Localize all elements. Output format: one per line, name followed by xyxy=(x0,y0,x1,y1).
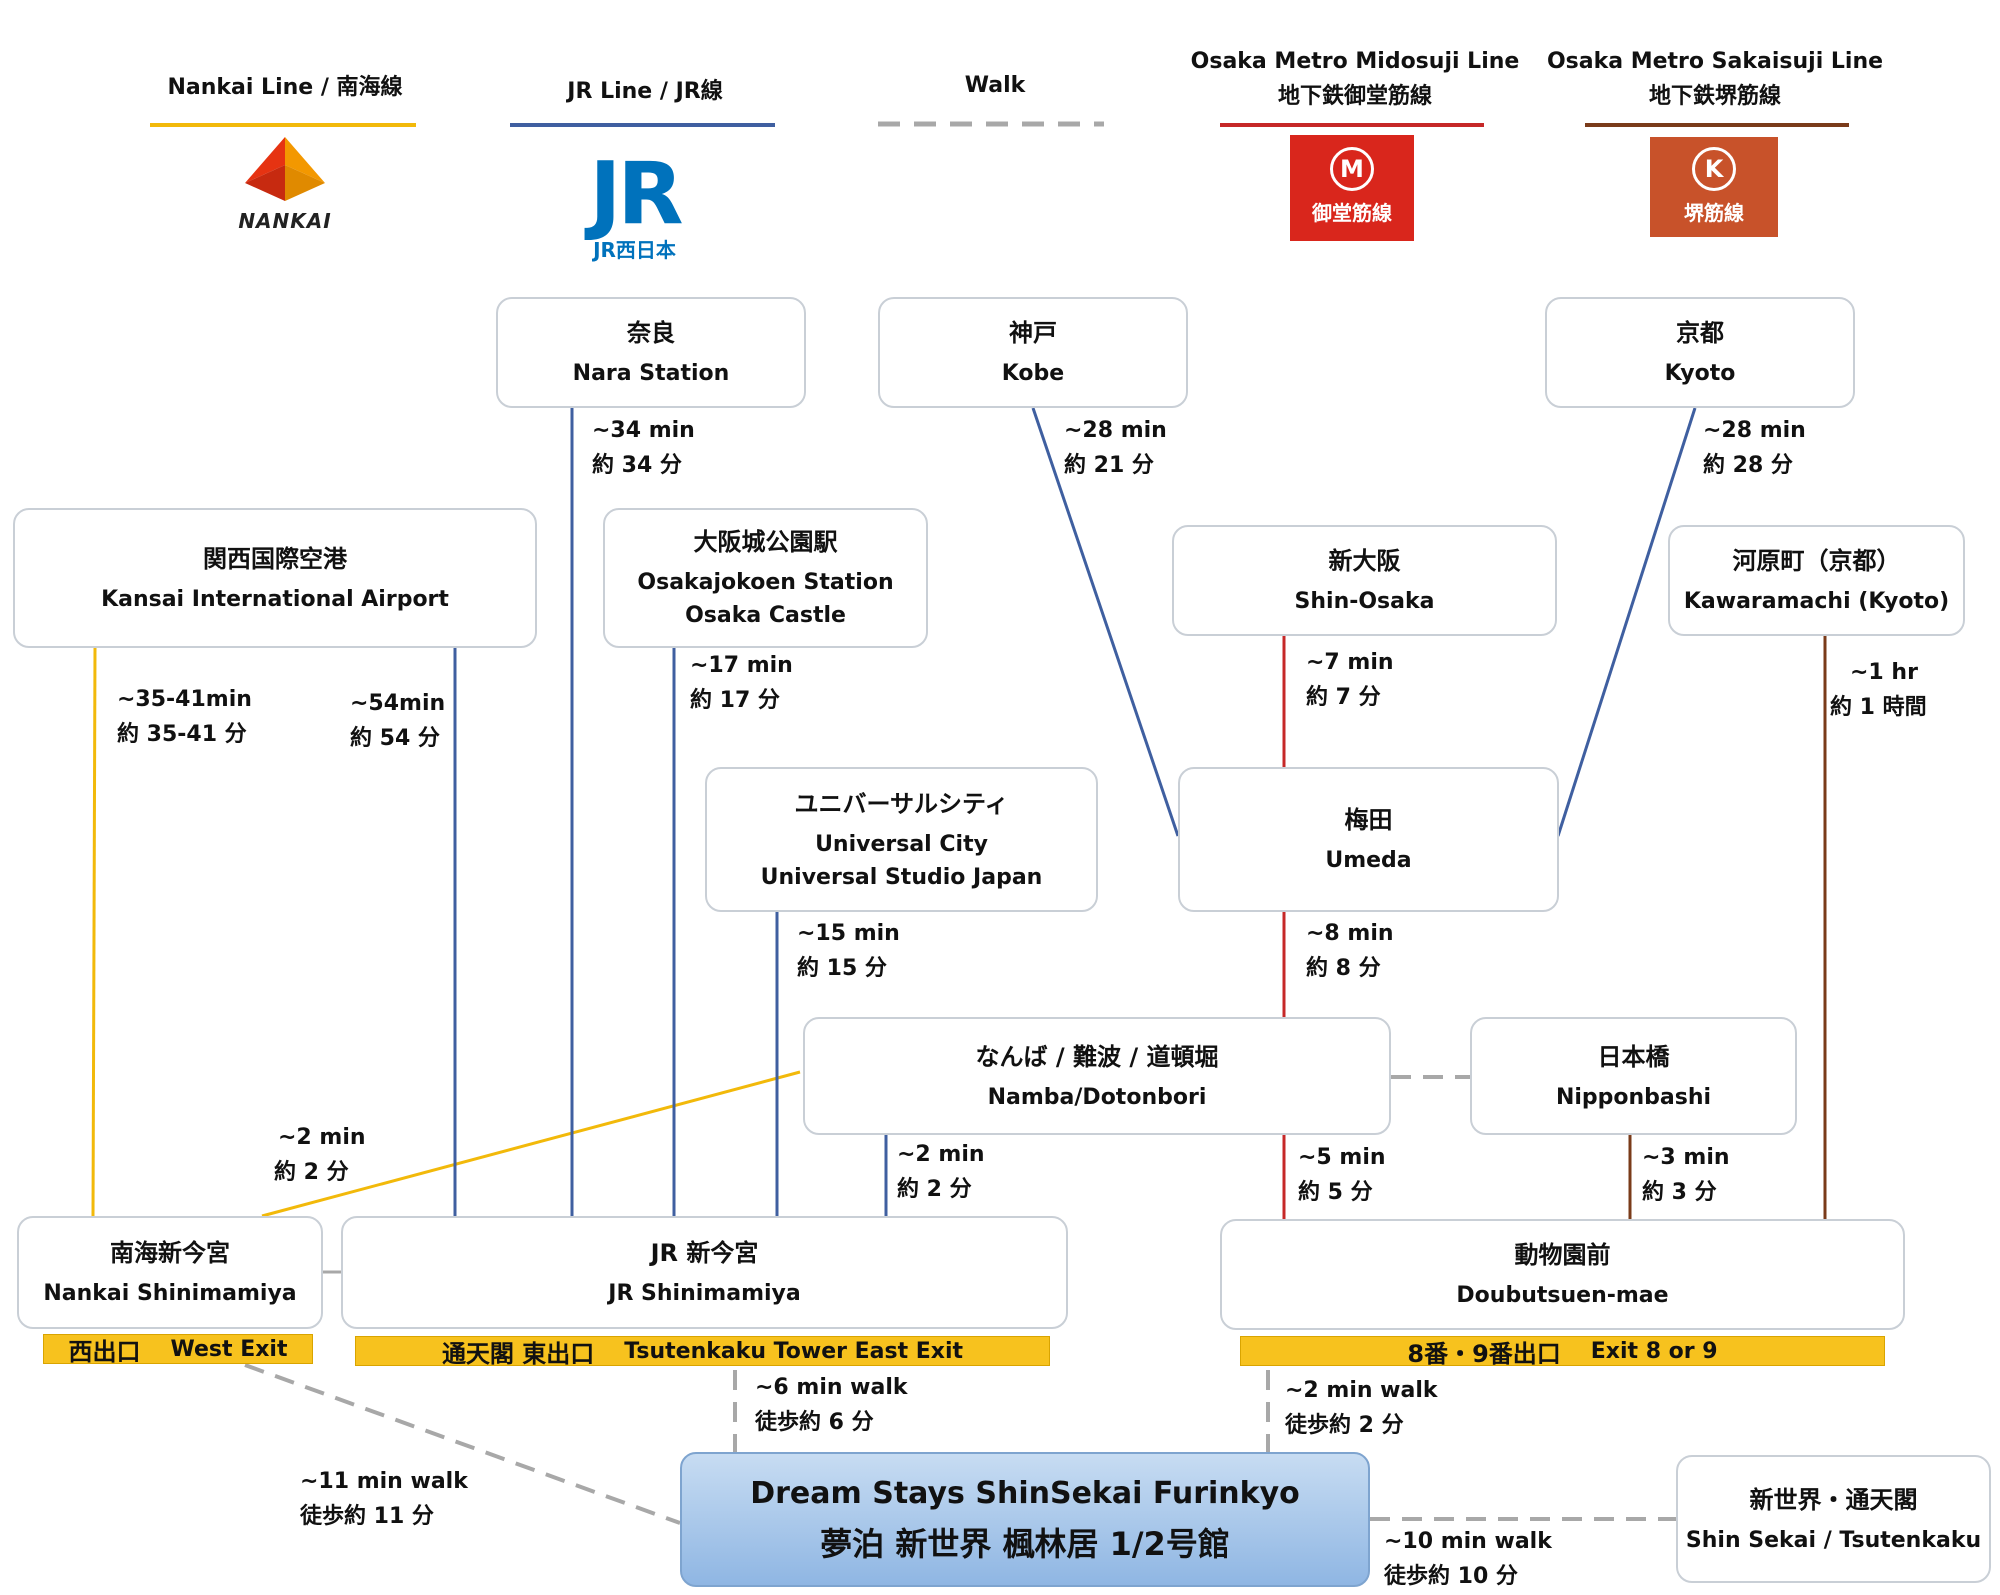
nankai-logo: NANKAI xyxy=(230,135,340,235)
line-jr-kobe xyxy=(1031,407,1180,837)
walk-nankai-hotel xyxy=(244,1363,681,1525)
jr-logo: JR JR西日本 xyxy=(562,144,707,262)
station-doubutsuen-mae: 動物園前 Doubutsuen-mae xyxy=(1220,1219,1905,1330)
station-umeda: 梅田 Umeda xyxy=(1178,767,1559,912)
line-nankai-kansai xyxy=(91,647,97,1217)
hotel-destination: Dream Stays ShinSekai Furinkyo 夢泊 新世界 楓林… xyxy=(680,1452,1370,1587)
station-kobe: 神戸 Kobe xyxy=(878,297,1188,408)
station-universal-city: ユニバーサルシティ Universal City Universal Studi… xyxy=(705,767,1098,912)
midosuji-m-icon: M xyxy=(1330,147,1374,191)
midosuji-logo: M 御堂筋線 xyxy=(1290,135,1414,241)
exit-tsutenkaku-east: 通天閣 東出口 Tsutenkaku Tower East Exit xyxy=(355,1336,1050,1368)
station-kansai-airport: 関西国際空港 Kansai International Airport xyxy=(13,508,537,648)
station-nankai-shinimamiya: 南海新今宮 Nankai Shinimamiya xyxy=(17,1216,323,1329)
legend-sakaisuji-title: Osaka Metro Sakaisuji Line 地下鉄堺筋線 xyxy=(1546,49,1884,110)
legend-walk-title: Walk xyxy=(964,73,1026,98)
jr-logo-icon: JR xyxy=(589,144,683,244)
station-namba: なんば / 難波 / 道頓堀 Namba/Dotonbori xyxy=(803,1017,1391,1135)
exit-8-or-9: 8番・9番出口 Exit 8 or 9 xyxy=(1240,1336,1885,1368)
station-nipponbashi: 日本橋 Nipponbashi xyxy=(1470,1017,1797,1135)
line-nankai-namba xyxy=(261,1070,801,1218)
legend-midosuji-bar xyxy=(1220,123,1484,127)
legend-midosuji-title: Osaka Metro Midosuji Line 地下鉄御堂筋線 xyxy=(1190,49,1520,110)
exit-west: 西出口 West Exit xyxy=(43,1334,313,1366)
legend-jr-bar xyxy=(510,123,775,127)
station-kawaramachi: 河原町（京都） Kawaramachi (Kyoto) xyxy=(1668,525,1965,636)
station-jr-shinimamiya: JR 新今宮 JR Shinimamiya xyxy=(341,1216,1068,1329)
legend-jr-title: JR Line / JR線 xyxy=(567,79,723,104)
legend-walk-bar xyxy=(878,121,1104,127)
station-shin-sekai: 新世界・通天閣 Shin Sekai / Tsutenkaku xyxy=(1676,1455,1991,1583)
legend-nankai-bar xyxy=(150,123,416,127)
nankai-logo-icon xyxy=(245,137,325,201)
sakaisuji-k-icon: K xyxy=(1692,147,1736,191)
station-kyoto: 京都 Kyoto xyxy=(1545,297,1855,408)
station-shin-osaka: 新大阪 Shin-Osaka xyxy=(1172,525,1557,636)
line-jr-kyoto xyxy=(1556,407,1697,837)
sakaisuji-logo: K 堺筋線 xyxy=(1650,137,1778,237)
legend-sakaisuji-bar xyxy=(1585,123,1849,127)
legend-nankai-title: Nankai Line / 南海線 xyxy=(167,75,403,100)
station-osakajokoen: 大阪城公園駅 Osakajokoen Station Osaka Castle xyxy=(603,508,928,648)
station-nara: 奈良 Nara Station xyxy=(496,297,806,408)
